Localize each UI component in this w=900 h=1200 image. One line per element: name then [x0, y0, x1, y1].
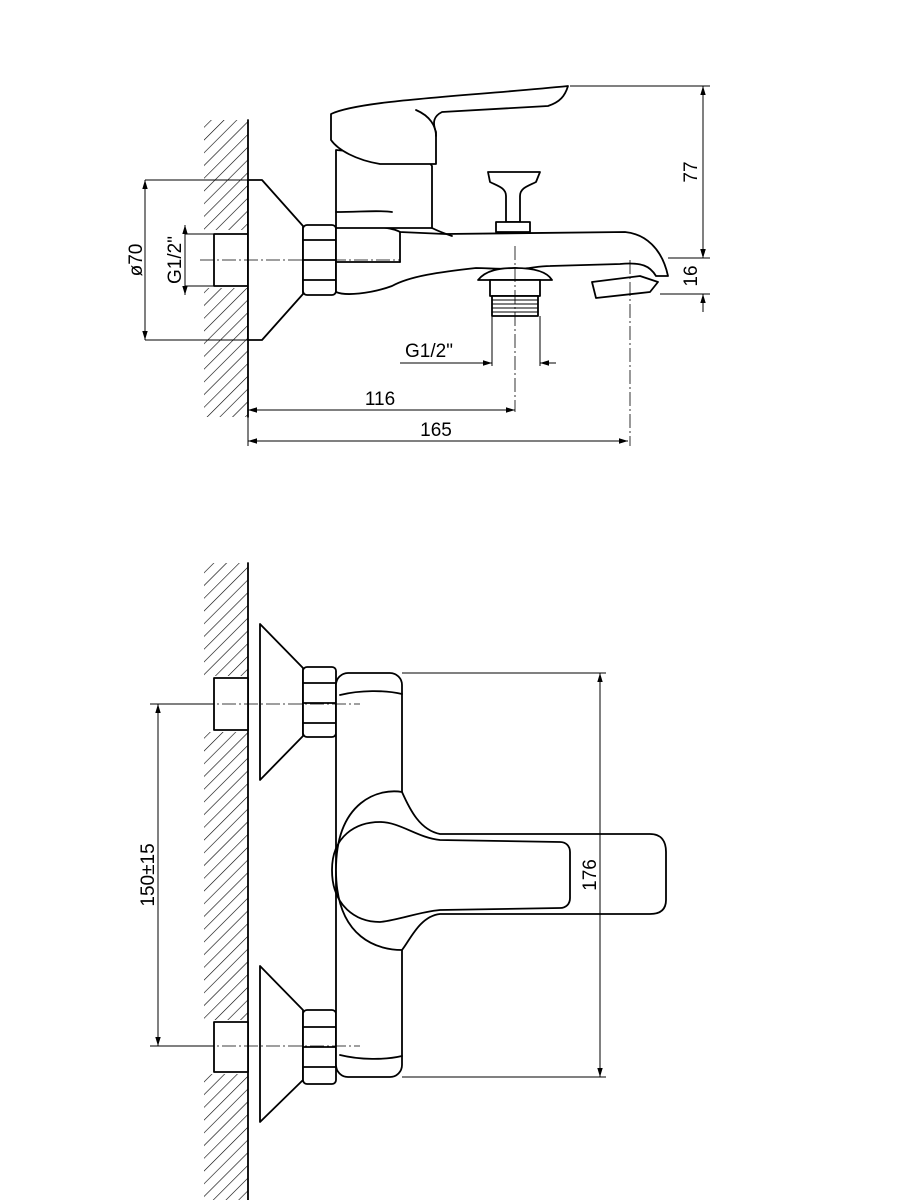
- diverter-knob: [487, 171, 541, 233]
- lever-inner-outline: [331, 821, 571, 923]
- mixer-body: [335, 225, 669, 295]
- dim-diameter: ø70: [126, 179, 250, 341]
- dim-outlet-thread: G1/2": [400, 316, 556, 366]
- dim-center-distance: 150±15: [138, 703, 214, 1047]
- front-view: 150±15 176: [138, 562, 667, 1200]
- label-diameter: ø70: [126, 244, 147, 277]
- lever-handle-front: [335, 790, 667, 951]
- dim-depth-outlet: 116: [248, 389, 515, 413]
- label-depth-total: 165: [420, 420, 452, 441]
- label-body-height: 176: [580, 859, 601, 891]
- inlet-lower: [213, 965, 337, 1123]
- label-inlet-thread: G1/2": [165, 236, 186, 284]
- label-center-distance: 150±15: [138, 843, 159, 906]
- dim-inlet-thread: G1/2": [165, 225, 214, 295]
- dim-spout-height: 16: [660, 240, 710, 312]
- dim-depth-total: 165: [247, 417, 628, 446]
- label-height-total: 77: [681, 161, 702, 182]
- dim-height-total: 77: [570, 85, 710, 259]
- lever-handle: [330, 85, 569, 165]
- label-spout-height: 16: [681, 265, 702, 286]
- aerator: [591, 275, 659, 299]
- label-outlet-thread: G1/2": [405, 341, 453, 362]
- label-depth-outlet: 116: [365, 389, 395, 410]
- side-view: ø70 G1/2" G1/2" 116 165: [126, 85, 710, 446]
- wall-section-bottom: [204, 562, 250, 1200]
- inlet-upper: [213, 623, 337, 781]
- dim-body-height: 176: [402, 672, 606, 1078]
